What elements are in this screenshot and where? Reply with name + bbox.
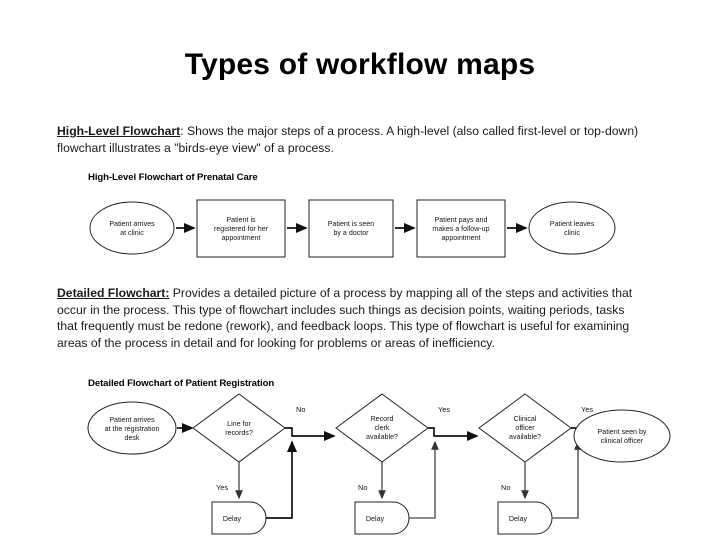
node-label: Delay: [223, 515, 242, 523]
node-label: available?: [509, 433, 541, 441]
delay-shape-1: [211, 501, 267, 535]
edge-label-no-1: No: [296, 405, 305, 414]
node-label: appointment: [441, 234, 480, 242]
edge-label-no-2: No: [358, 483, 367, 492]
node-label: Record: [371, 415, 394, 423]
node-label: makes a follow-up: [432, 225, 489, 233]
node-label: desk: [125, 434, 140, 442]
edge-label-yes-3: Yes: [581, 405, 593, 414]
edge-label-yes-2: Yes: [438, 405, 450, 414]
node-label: Patient leaves: [550, 220, 595, 228]
node-label: Patient seen by: [598, 428, 647, 436]
node-label: Patient is: [226, 216, 256, 224]
paragraph-detailed-flowchart: Detailed Flowchart: Provides a detailed …: [57, 285, 645, 351]
paragraph-lead-high-level: High-Level Flowchart: [57, 124, 181, 138]
node-patient-arrives-registration-desk: [87, 401, 177, 455]
paragraph-body-detailed: Provides a detailed picture of a process…: [57, 286, 633, 350]
node-label: at clinic: [120, 229, 144, 237]
node-label: clerk: [375, 424, 390, 432]
connector-arrow: [428, 427, 479, 442]
paragraph-high-level-flowchart: High-Level Flowchart: Shows the major st…: [57, 123, 661, 156]
detailed-flowchart-svg: Patient arrives at the registration desk…: [87, 393, 671, 535]
figure-detailed-flowchart: Detailed Flowchart of Patient Registrati…: [60, 378, 680, 536]
page-title: Types of workflow maps: [184, 48, 536, 81]
high-level-flowchart-svg: Patient arrives at clinic Patient is reg…: [89, 199, 616, 258]
decision-line-for-records: [192, 393, 286, 463]
connector-arrow: [285, 427, 336, 442]
node-patient-seen-by-clinical-officer: [573, 409, 671, 463]
node-label: Patient is seen: [328, 220, 375, 228]
node-label: at the registration: [105, 425, 160, 433]
node-label: records?: [225, 429, 253, 437]
node-label: clinical officer: [601, 437, 644, 445]
node-label: Clinical: [514, 415, 537, 423]
node-label: Patient pays and: [435, 216, 488, 224]
node-label: by a doctor: [333, 229, 369, 237]
node-label: clinic: [564, 229, 580, 237]
node-label: appointment: [221, 234, 260, 242]
paragraph-body-high-level: : Shows the major steps of a process. A …: [57, 124, 639, 155]
paragraph-lead-detailed: Detailed Flowchart:: [57, 286, 170, 300]
delay-shape-2: [354, 501, 410, 535]
node-label: Delay: [366, 515, 385, 523]
figure-caption-detailed: Detailed Flowchart of Patient Registrati…: [88, 378, 275, 389]
node-label: Patient arrives: [109, 416, 155, 424]
node-label: Patient arrives: [109, 220, 155, 228]
node-patient-arrives-at-clinic: [89, 201, 175, 255]
node-label: registered for her: [214, 225, 269, 233]
node-patient-pays-follow-up: [416, 199, 506, 258]
feedback-loop-3: [552, 440, 582, 519]
node-label: Line for: [227, 420, 251, 428]
feedback-loop-2: [409, 440, 439, 519]
node-patient-leaves-clinic: [528, 201, 616, 255]
node-label: officer: [515, 424, 535, 432]
node-label: available?: [366, 433, 398, 441]
feedback-loop-1: [266, 440, 298, 519]
delay-shape-3: [497, 501, 553, 535]
edge-label-yes-1: Yes: [216, 483, 228, 492]
figure-high-level-flowchart: High-Level Flowchart of Prenatal Care Pa…: [60, 172, 680, 272]
edge-label-no-3: No: [501, 483, 510, 492]
figure-caption-high-level: High-Level Flowchart of Prenatal Care: [88, 172, 258, 183]
node-patient-is-registered: [196, 199, 286, 258]
node-label: Delay: [509, 515, 528, 523]
node-patient-is-seen-by-doctor: [308, 199, 394, 258]
